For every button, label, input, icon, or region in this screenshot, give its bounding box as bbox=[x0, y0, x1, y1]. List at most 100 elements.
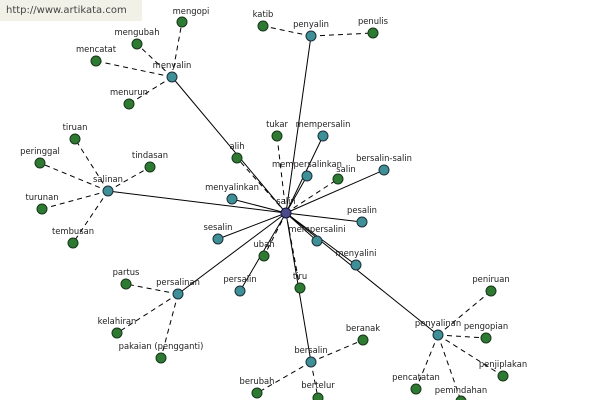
hub-node-dot[interactable] bbox=[212, 233, 224, 245]
node-turunan[interactable]: turunan bbox=[25, 192, 59, 215]
node-alih[interactable]: alih bbox=[229, 141, 245, 164]
node-tukar[interactable]: tukar bbox=[266, 119, 288, 142]
node-salinan[interactable]: salinan bbox=[93, 174, 123, 197]
node-menyalini[interactable]: menyalini bbox=[336, 248, 377, 271]
node-mempersalinkan[interactable]: mempersalinkan bbox=[272, 159, 342, 182]
node-bertelur[interactable]: bertelur bbox=[301, 380, 335, 400]
node-tiru[interactable]: tiru bbox=[293, 271, 307, 294]
node-kelahiran[interactable]: kelahiran bbox=[98, 316, 137, 339]
node-label-beranak: beranak bbox=[346, 323, 380, 333]
node-beranak[interactable]: beranak bbox=[346, 323, 380, 346]
node-bersalin[interactable]: bersalin bbox=[294, 345, 328, 368]
leaf-node-dot[interactable] bbox=[332, 173, 344, 185]
node-tembusan[interactable]: tembusan bbox=[52, 226, 94, 249]
leaf-node-dot[interactable] bbox=[123, 98, 135, 110]
leaf-node-dot[interactable] bbox=[497, 370, 509, 382]
leaf-node-dot[interactable] bbox=[36, 203, 48, 215]
node-persalinan[interactable]: persalinan bbox=[156, 277, 200, 300]
node-pesalin[interactable]: pesalin bbox=[347, 205, 377, 228]
node-peniruan[interactable]: peniruan bbox=[472, 274, 510, 297]
node-peringgal[interactable]: peringgal bbox=[20, 146, 60, 169]
node-menyalinkan[interactable]: menyalinkan bbox=[205, 182, 259, 205]
node-ubah[interactable]: ubah bbox=[253, 239, 275, 262]
leaf-node-dot[interactable] bbox=[257, 20, 269, 32]
node-penjiplakan[interactable]: penjiplakan bbox=[479, 359, 527, 382]
edge-penyalinan-penjiplakan bbox=[437, 334, 504, 377]
node-mempersalini[interactable]: mempersalini bbox=[288, 224, 346, 247]
hub-node-dot[interactable] bbox=[356, 216, 368, 228]
edge-salin-tukar bbox=[276, 135, 287, 214]
edge-penyalin-penulis bbox=[310, 32, 374, 37]
leaf-node-dot[interactable] bbox=[67, 237, 79, 249]
leaf-node-dot[interactable] bbox=[357, 334, 369, 346]
node-pencatatan[interactable]: pencatatan bbox=[392, 372, 440, 395]
edge-salin-menyalinkan bbox=[231, 198, 287, 214]
node-penulis[interactable]: penulis bbox=[358, 16, 388, 39]
hub-node-dot[interactable] bbox=[301, 170, 313, 182]
node-persalin[interactable]: persalin bbox=[223, 274, 257, 297]
hub-node-dot[interactable] bbox=[378, 164, 390, 176]
leaf-node-dot[interactable] bbox=[294, 282, 306, 294]
node-pakaian[interactable]: pakaian (pengganti) bbox=[119, 341, 204, 364]
node-mencatat[interactable]: mencatat bbox=[76, 44, 117, 67]
leaf-node-dot[interactable] bbox=[258, 250, 270, 262]
leaf-node-dot[interactable] bbox=[251, 387, 263, 399]
leaf-node-dot[interactable] bbox=[410, 383, 422, 395]
hub-node-dot[interactable] bbox=[305, 30, 317, 42]
leaf-node-dot[interactable] bbox=[111, 327, 123, 339]
leaf-node-dot[interactable] bbox=[455, 395, 467, 400]
node-label-tiruan: tiruan bbox=[63, 122, 88, 132]
node-label-mengopi: mengopi bbox=[173, 6, 210, 16]
hub-node-dot[interactable] bbox=[311, 235, 323, 247]
node-menurun[interactable]: menurun bbox=[110, 87, 148, 110]
node-mengubah[interactable]: mengubah bbox=[115, 27, 160, 50]
node-bersalin-salin[interactable]: bersalin-salin bbox=[356, 153, 412, 176]
node-mengopi[interactable]: mengopi bbox=[173, 6, 210, 28]
watermark-url[interactable]: http://www.artikata.com bbox=[0, 0, 142, 21]
leaf-node-dot[interactable] bbox=[155, 352, 167, 364]
leaf-node-dot[interactable] bbox=[131, 38, 143, 50]
node-tiruan[interactable]: tiruan bbox=[63, 122, 88, 145]
leaf-node-dot[interactable] bbox=[485, 285, 497, 297]
leaf-node-dot[interactable] bbox=[367, 27, 379, 39]
node-katib[interactable]: katib bbox=[253, 9, 274, 32]
edge-salinan-peringgal bbox=[39, 162, 109, 192]
edge-salin-penyalin bbox=[285, 35, 312, 214]
node-penyalinan[interactable]: penyalinan bbox=[415, 318, 461, 341]
node-mempersalin[interactable]: mempersalin bbox=[296, 119, 351, 142]
edge-salinan-tembusan bbox=[72, 190, 109, 244]
node-tindasan[interactable]: tindasan bbox=[132, 150, 168, 173]
node-pemindahan[interactable]: pemindahan bbox=[435, 385, 487, 400]
leaf-node-dot[interactable] bbox=[69, 133, 81, 145]
leaf-node-dot[interactable] bbox=[90, 55, 102, 67]
leaf-node-dot[interactable] bbox=[34, 157, 46, 169]
hub-node-dot[interactable] bbox=[226, 193, 238, 205]
leaf-node-dot[interactable] bbox=[312, 392, 324, 400]
node-menyalin[interactable]: menyalin bbox=[153, 60, 192, 83]
leaf-node-dot[interactable] bbox=[144, 161, 156, 173]
leaf-node-dot[interactable] bbox=[480, 332, 492, 344]
leaf-node-dot[interactable] bbox=[271, 130, 283, 142]
hub-node-dot[interactable] bbox=[432, 329, 444, 341]
node-partus[interactable]: partus bbox=[113, 267, 140, 290]
edge-salinan-tindasan bbox=[107, 166, 151, 192]
node-label-peringgal: peringgal bbox=[20, 146, 60, 156]
node-berubah[interactable]: berubah bbox=[240, 376, 275, 399]
hub-node-dot[interactable] bbox=[166, 71, 178, 83]
node-salin[interactable]: salin bbox=[276, 196, 296, 219]
node-label-pencatatan: pencatatan bbox=[392, 372, 440, 382]
node-sesalin[interactable]: sesalin bbox=[204, 222, 233, 245]
node-salin-leaf[interactable]: salin bbox=[332, 164, 356, 185]
node-penyalin[interactable]: penyalin bbox=[293, 19, 329, 42]
hub-node-dot[interactable] bbox=[305, 356, 317, 368]
hub-node-dot[interactable] bbox=[234, 285, 246, 297]
center-node-dot[interactable] bbox=[280, 207, 292, 219]
node-pengopian[interactable]: pengopian bbox=[464, 321, 508, 344]
hub-node-dot[interactable] bbox=[172, 288, 184, 300]
leaf-node-dot[interactable] bbox=[176, 16, 188, 28]
leaf-node-dot[interactable] bbox=[120, 278, 132, 290]
hub-node-dot[interactable] bbox=[317, 130, 329, 142]
leaf-node-dot[interactable] bbox=[231, 152, 243, 164]
hub-node-dot[interactable] bbox=[102, 185, 114, 197]
hub-node-dot[interactable] bbox=[350, 259, 362, 271]
